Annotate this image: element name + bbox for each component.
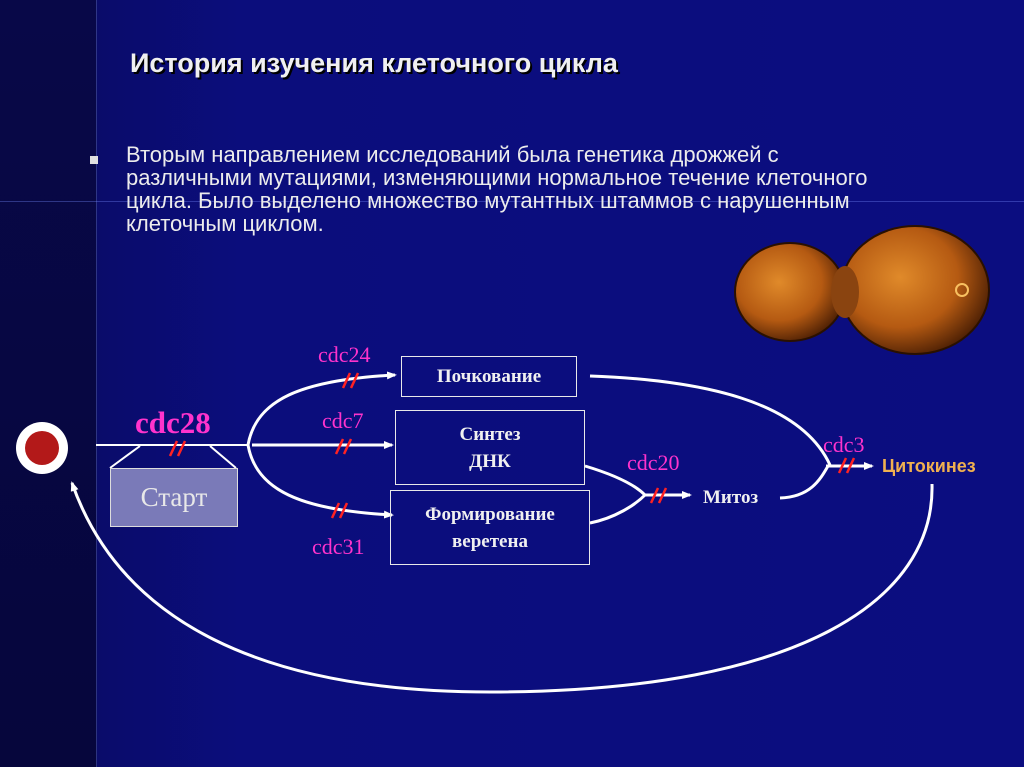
- yeast-cell-image: [734, 225, 990, 355]
- dna-label-line2: ДНК: [469, 450, 511, 472]
- cytokinesis-label: Цитокинез: [882, 456, 976, 476]
- dna-label-line1: Синтез: [459, 423, 521, 445]
- budding-box: Почкование: [401, 356, 577, 397]
- budding-label: Почкование: [436, 366, 542, 387]
- gene-label-cdc7: cdc7: [322, 408, 364, 433]
- decor-vertical-line: [96, 0, 97, 767]
- spindle-label-line2: веретена: [452, 530, 528, 552]
- start-box: Старт: [110, 468, 238, 527]
- break-marks: [168, 372, 856, 519]
- gene-label-cdc28: cdc28: [135, 405, 211, 440]
- gene-label-cdc20: cdc20: [627, 450, 680, 475]
- gene-label-cdc31: cdc31: [312, 534, 365, 559]
- bullet-text: Вторым направлением исследований была ге…: [126, 142, 868, 236]
- gene-label-cdc3: cdc3: [823, 432, 865, 457]
- decor-horizontal-line: [0, 201, 1024, 202]
- cell-icon: [16, 422, 68, 474]
- spindle-label-line1: Формирование: [425, 503, 555, 525]
- slide-title: История изучения клеточного цикла: [130, 48, 618, 78]
- spindle-formation-box: Формирование веретена: [390, 490, 590, 565]
- bullet-marker: [90, 156, 98, 164]
- left-panel: [0, 0, 97, 767]
- dna-synthesis-box: Синтез ДНК: [395, 410, 585, 485]
- mitosis-label: Митоз: [703, 487, 759, 508]
- gene-label-cdc24: cdc24: [318, 342, 371, 367]
